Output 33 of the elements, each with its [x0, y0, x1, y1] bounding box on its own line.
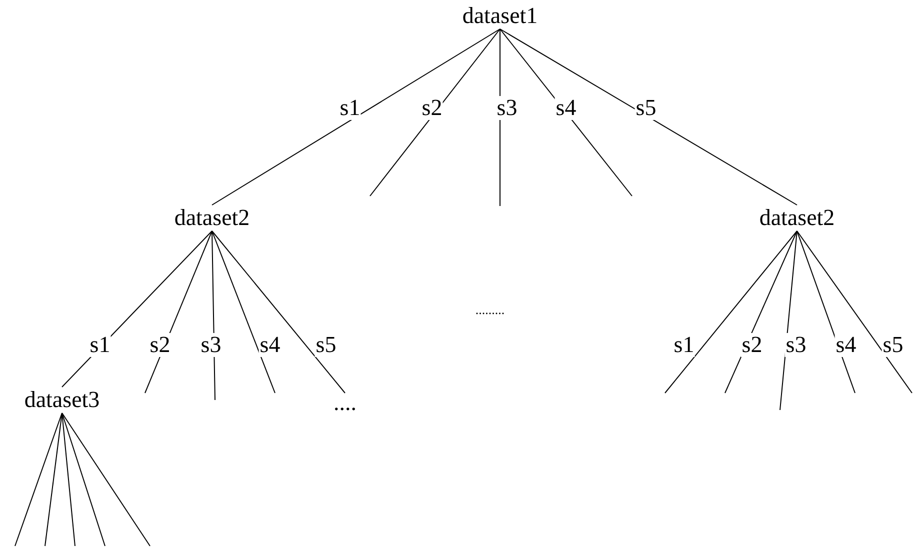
node-label: dataset1 [462, 4, 538, 28]
branch-line [664, 230, 798, 394]
node-label: dataset2 [759, 206, 835, 230]
branch-line [780, 230, 798, 410]
branch-line [212, 230, 346, 394]
branch-line [62, 412, 106, 546]
branch-line [144, 230, 212, 394]
branch-line [212, 230, 216, 400]
edge-label: s4 [554, 96, 578, 120]
edge-label: s4 [834, 333, 858, 357]
branch-line [500, 28, 798, 206]
edge-label: s3 [496, 96, 518, 120]
branch-line [14, 412, 62, 546]
branch-line [500, 28, 632, 196]
branch-line [212, 28, 500, 206]
ellipsis-text: ......... [475, 301, 505, 319]
edge-label: s2 [740, 333, 764, 357]
branch-line [370, 28, 500, 196]
branch-line [796, 230, 856, 394]
node-label: dataset3 [24, 388, 100, 412]
node-label: dataset2 [174, 206, 250, 230]
branch-line [62, 412, 150, 546]
branch-line [796, 230, 912, 394]
ellipsis-text: .... [334, 391, 356, 415]
edge-label: s2 [148, 333, 172, 357]
branch-line [212, 230, 276, 394]
branch-line [62, 412, 76, 546]
edge-label: s3 [784, 333, 808, 357]
edge-label: s1 [88, 333, 112, 357]
edge-label: s3 [200, 333, 222, 357]
branch-line [62, 230, 212, 388]
branch-line [724, 230, 798, 394]
branch-line [44, 412, 62, 546]
